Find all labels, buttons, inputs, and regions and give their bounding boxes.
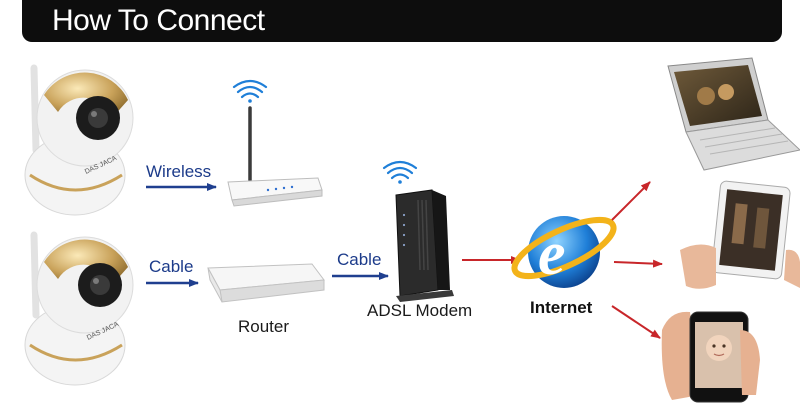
internet-icon: e xyxy=(511,216,617,288)
cable-label-camera-router: Cable xyxy=(149,257,193,276)
internet-to-tablet-arrow xyxy=(613,259,663,268)
cable-label-router-modem: Cable xyxy=(337,250,381,269)
laptop-device xyxy=(667,57,800,171)
tablet-device xyxy=(680,180,800,289)
modem-label: ADSL Modem xyxy=(367,301,472,320)
smartphone-device xyxy=(661,311,760,403)
wireless-label: Wireless xyxy=(146,162,211,181)
wifi-icon-modem xyxy=(382,160,418,184)
router-label: Router xyxy=(238,317,289,336)
ip-camera-bottom: DAS JACA xyxy=(24,231,134,386)
ip-camera-top: DAS JACA xyxy=(24,64,134,216)
page-title: How To Connect xyxy=(52,4,265,37)
internet-e-glyph: e xyxy=(538,220,566,288)
internet-label: Internet xyxy=(530,298,593,317)
header-bar: How To Connect xyxy=(22,0,782,42)
router-device xyxy=(207,263,325,303)
wireless-router xyxy=(227,79,323,207)
internet-to-laptop-arrow xyxy=(611,181,651,221)
adsl-modem xyxy=(382,160,454,302)
wifi-icon-router xyxy=(232,79,268,103)
internet-to-phone-arrow xyxy=(611,305,661,339)
